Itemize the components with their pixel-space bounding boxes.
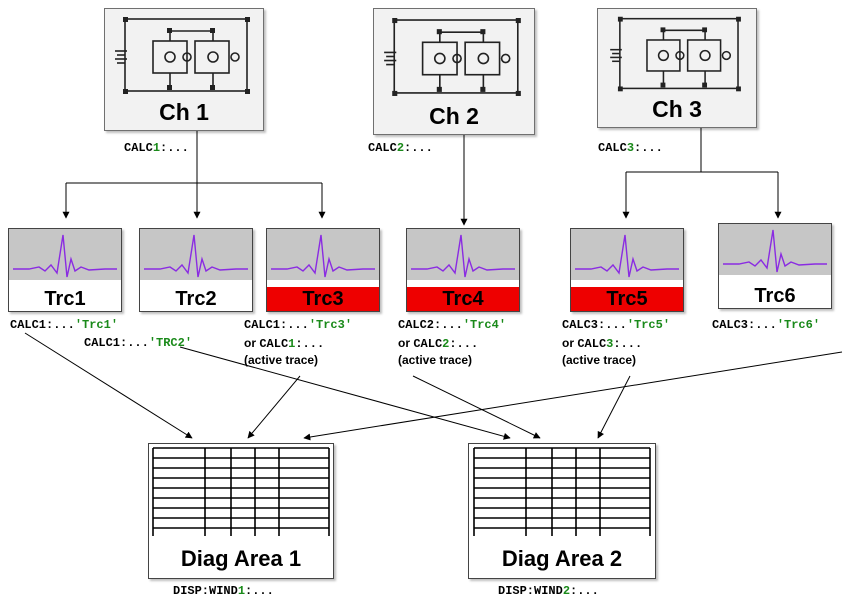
trc5-or-code: or CALC3:... — [562, 336, 643, 351]
channel-label: Ch 1 — [159, 99, 209, 125]
trace-box-3: Trc3 — [266, 228, 380, 312]
trace-waveform-icon — [575, 234, 679, 278]
trace-label: Trc3 — [267, 287, 379, 311]
trace-plot — [9, 229, 121, 280]
trace-waveform-icon — [723, 229, 827, 273]
trace-plot — [267, 229, 379, 280]
trace-plot — [571, 229, 683, 280]
trace-box-1: Trc1 — [8, 228, 122, 312]
trace-label: Trc2 — [175, 288, 217, 310]
trc4-code: CALC2:...'Trc4' — [398, 318, 507, 332]
diag-area-label: Diag Area 1 — [180, 546, 302, 571]
channel-box-1: Ch 1 — [104, 8, 264, 131]
trace-waveform-icon — [411, 234, 515, 278]
trace-waveform-icon — [13, 234, 117, 278]
diag-area-1: Diag Area 1 — [148, 443, 334, 579]
channel-2-code: CALC2:... — [368, 141, 433, 155]
trace-label: Trc1 — [44, 288, 86, 310]
channel-3-code: CALC3:... — [598, 141, 663, 155]
trc4-note: (active trace) — [398, 353, 473, 367]
trace-label: Trc6 — [754, 285, 796, 307]
trc4-or-code: or CALC2:... — [398, 336, 479, 351]
channel-label: Ch 3 — [652, 96, 702, 122]
trace-label: Trc5 — [571, 287, 683, 311]
trc3-or-code: or CALC1:... — [244, 336, 325, 351]
trc3-note: (active trace) — [244, 353, 319, 367]
trace-waveform-icon — [144, 234, 248, 278]
channel-box-2: Ch 2 — [373, 8, 535, 135]
trace-waveform-icon — [271, 234, 375, 278]
trc5-note: (active trace) — [562, 353, 637, 367]
trc2-code: CALC1:...'TRC2' — [84, 336, 193, 350]
circuit-icon — [384, 18, 521, 96]
trace-box-5: Trc5 — [570, 228, 684, 312]
diag-grid — [152, 447, 330, 536]
trc3-code: CALC1:...'Trc3' — [244, 318, 353, 332]
channel-label: Ch 2 — [429, 103, 479, 129]
trc1-code: CALC1:...'Trc1' — [10, 318, 119, 332]
circuit-icon — [115, 17, 250, 94]
diag-2-code: DISP:WIND2:... — [498, 584, 599, 598]
diag-grid — [473, 447, 651, 536]
trc6-code: CALC3:...'Trc6' — [712, 318, 821, 332]
trace-box-4: Trc4 — [406, 228, 520, 312]
trace-box-6: Trc6 — [718, 223, 832, 309]
circuit-icon — [610, 16, 741, 92]
trace-plot — [140, 229, 252, 280]
diag-1-code: DISP:WIND1:... — [173, 584, 274, 598]
diag-area-2: Diag Area 2 — [468, 443, 656, 579]
trace-box-2: Trc2 — [139, 228, 253, 312]
trace-label: Trc4 — [407, 287, 519, 311]
channel-box-3: Ch 3 — [597, 8, 757, 128]
trc5-code: CALC3:...'Trc5' — [562, 318, 671, 332]
diag-area-label: Diag Area 2 — [501, 546, 623, 571]
trace-plot — [407, 229, 519, 280]
trace-plot — [719, 224, 831, 275]
channel-1-code: CALC1:... — [124, 141, 189, 155]
